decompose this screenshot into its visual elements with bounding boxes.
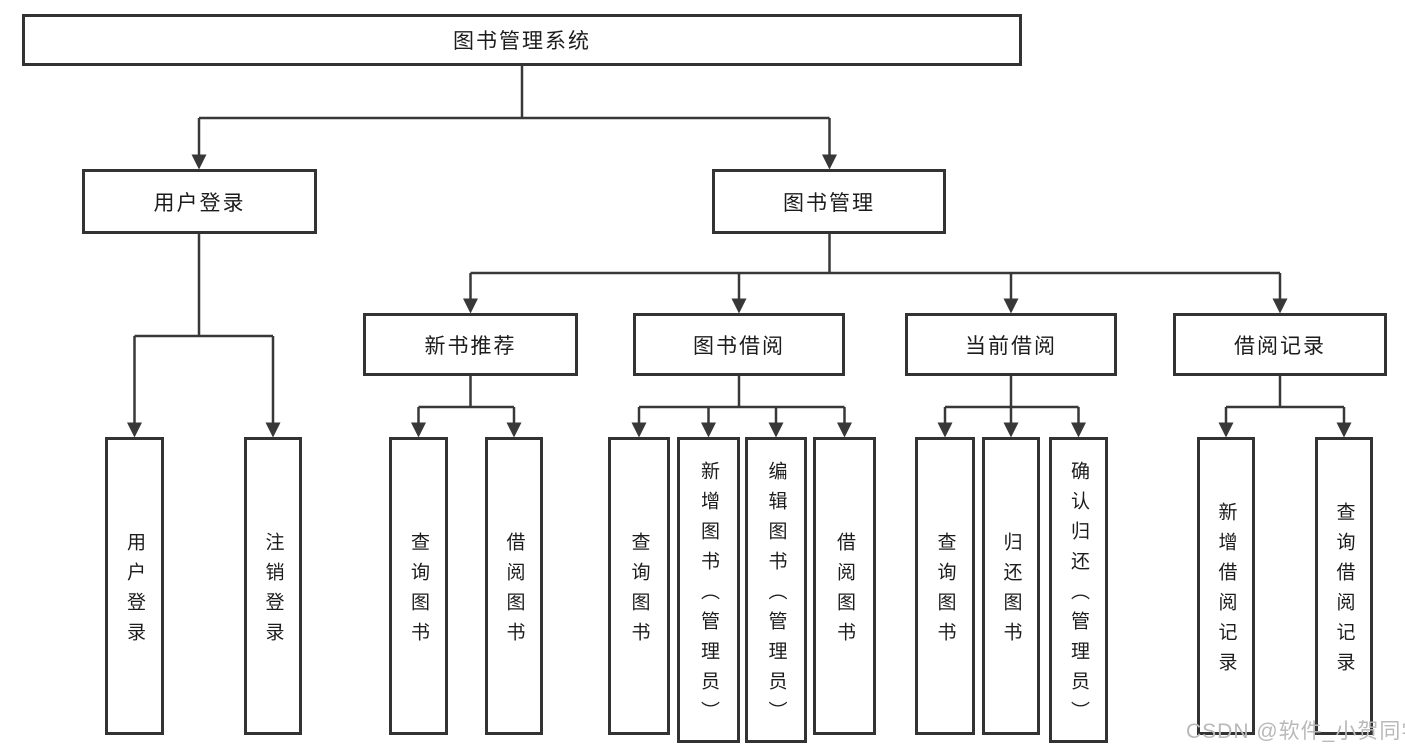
leaf-borrow-books-recommend: 借阅图书	[485, 437, 543, 735]
leaf-query-books-recommend: 查询图书	[389, 437, 448, 735]
leaf-query-borrow-record: 查询借阅记录	[1315, 437, 1373, 735]
node-label: 查询图书	[934, 531, 956, 652]
leaf-query-books-borrow: 查询图书	[608, 437, 670, 735]
leaf-user-login: 用户登录	[105, 437, 164, 735]
leaf-edit-book-admin: 编辑图书（管理员）	[745, 437, 807, 743]
node-label: 借阅图书	[503, 531, 525, 652]
node-label: 新书推荐	[424, 334, 517, 358]
node-label: 借阅记录	[1234, 334, 1326, 358]
node-current-borrow: 当前借阅	[905, 313, 1117, 376]
node-label: 用户登录	[124, 531, 145, 652]
leaf-add-book-admin: 新增图书（管理员）	[677, 437, 740, 743]
node-book-borrow: 图书借阅	[633, 313, 845, 376]
node-label: 编辑图书（管理员）	[765, 460, 787, 731]
node-label: 借阅图书	[834, 531, 855, 652]
node-label: 图书管理	[783, 191, 875, 215]
node-book-management: 图书管理	[712, 169, 946, 234]
node-label: 查询借阅记录	[1333, 501, 1355, 682]
leaf-add-borrow-record: 新增借阅记录	[1197, 437, 1255, 735]
leaf-query-books-current: 查询图书	[915, 437, 975, 735]
node-label: 图书借阅	[693, 334, 785, 358]
node-borrow-records: 借阅记录	[1173, 313, 1387, 376]
node-label: 查询图书	[408, 531, 429, 652]
leaf-borrow-books: 借阅图书	[813, 437, 876, 735]
node-label: 图书管理系统	[453, 30, 591, 53]
node-label: 确认归还（管理员）	[1068, 460, 1089, 731]
node-user-login: 用户登录	[82, 169, 317, 234]
node-label: 归还图书	[1000, 531, 1022, 652]
node-label: 新增图书（管理员）	[698, 460, 719, 731]
watermark-text: CSDN @软件_小贺同学	[1186, 720, 1405, 743]
leaf-confirm-return-admin: 确认归还（管理员）	[1049, 437, 1108, 743]
node-new-book-recommend: 新书推荐	[363, 313, 578, 376]
node-label: 当前借阅	[965, 334, 1057, 358]
leaf-return-book: 归还图书	[982, 437, 1040, 735]
node-label: 用户登录	[153, 191, 246, 215]
node-library-management-system: 图书管理系统	[22, 14, 1022, 66]
leaf-logout: 注销登录	[244, 437, 302, 735]
node-label: 查询图书	[628, 531, 650, 652]
node-label: 新增借阅记录	[1215, 501, 1237, 682]
node-label: 注销登录	[262, 531, 284, 652]
